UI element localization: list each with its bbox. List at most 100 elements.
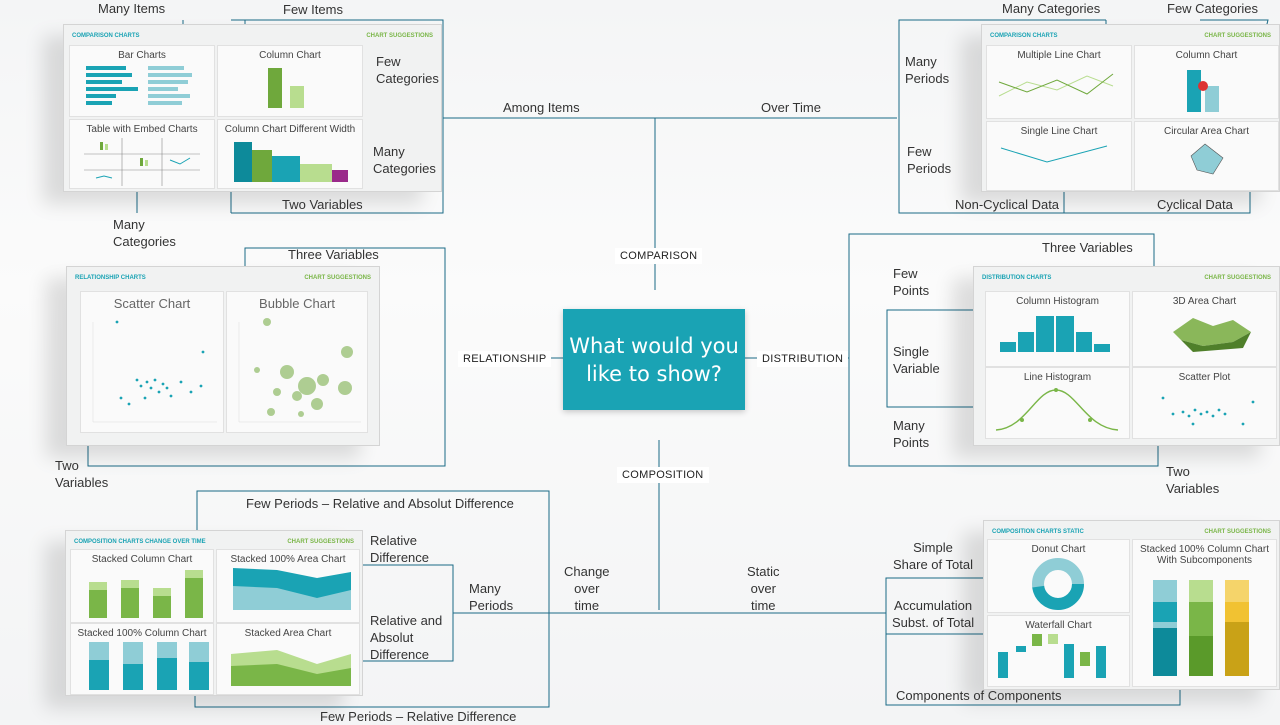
panel-header-right: CHART SUGGESTIONS [287,539,354,545]
label-line: Categories [376,71,439,86]
label-line: Few [907,144,932,159]
single-line-chart-tile: Single Line Chart [986,121,1132,191]
comparison-items-panel: COMPARISON CHARTS CHART SUGGESTIONS Bar C… [63,24,442,192]
label-line: Few [376,54,401,69]
stacked-column-tile: Stacked Column Chart [70,549,214,623]
tile-title: Donut Chart [1031,544,1086,555]
tile-title: Column Histogram [1016,296,1099,307]
label-line: Absolut [370,630,414,645]
bar-charts-tile: Bar Charts [69,45,215,117]
table-embed-charts-tile: Table with Embed Charts [69,119,215,189]
label-line: Categories [373,161,436,176]
label-line: Two [1166,464,1190,479]
category-distribution: DISTRIBUTION [757,351,849,367]
column-chart-time-thumbnail [1187,70,1219,112]
label-many-categories-top: Many Categories [1002,1,1101,16]
donut-chart-tile: Donut Chart [987,539,1130,613]
column-different-width-tile: Column Chart Different Width [217,119,363,189]
panel-header-right: CHART SUGGESTIONS [366,33,433,39]
stacked-100-column-tile: Stacked 100% Column Chart [70,623,214,695]
column-chart-tile: Column Chart [217,45,363,117]
circular-area-chart-tile: Circular Area Chart [1134,121,1279,191]
label-line: Two [55,458,79,473]
label-line: Many [373,144,405,159]
stacked-subcomponents-thumbnail [1153,580,1249,676]
label-line: Single [893,344,930,359]
bar-charts-thumbnail [86,66,192,105]
label-non-cyclical: Non-Cyclical Data [955,197,1060,212]
tile-title: Multiple Line Chart [1017,50,1101,61]
panel-header-left: COMPARISON CHARTS [990,33,1058,39]
tile-title: Stacked 100% Column Chart [77,628,207,639]
label-line: Points [893,283,930,298]
category-relationship: RELATIONSHIP [458,351,552,367]
label-line: Periods [907,161,952,176]
tile-title: 3D Area Chart [1172,296,1237,307]
label-line: Share of Total [893,557,973,572]
center-question: What would you like to show? [563,309,745,410]
column-histogram-tile: Column Histogram [985,291,1130,367]
tile-title: Single Line Chart [1020,126,1098,137]
label-line: Change [564,564,610,579]
panel-header-left: COMPARISON CHARTS [72,33,140,39]
label-components: Components of Components [896,688,1062,703]
waterfall-chart-tile: Waterfall Chart [987,615,1130,687]
tile-title: Stacked Area Chart [244,628,332,639]
label-line: Accumulation [894,598,973,613]
tile-title: Column Chart [259,50,321,61]
label-line: Categories [113,234,176,249]
label-line: Static [747,564,780,579]
label-few-categories-top: Few Categories [1167,1,1259,16]
tile-title: Bubble Chart [259,296,335,311]
label-three-variables-dist: Three Variables [1042,240,1133,255]
label-line: Periods [905,71,950,86]
label-line: Variables [55,475,109,490]
label-few-periods-rel-abs: Few Periods – Relative and Absolut Diffe… [246,496,514,511]
label-line: Points [893,435,930,450]
label-few-periods-rel: Few Periods – Relative Difference [320,709,517,724]
label-line: Many [905,54,937,69]
stacked-100-area-thumbnail [233,568,351,610]
panel-header-left: COMPOSITION CHARTS STATIC [992,529,1084,535]
stacked-column-thumbnail [89,570,203,618]
label-few-items: Few Items [283,2,343,17]
label-line: Periods [469,598,514,613]
label-line: Variables [1166,481,1220,496]
stacked-area-tile: Stacked Area Chart [216,623,360,695]
line-histogram-tile: Line Histogram [985,367,1130,439]
panel-header-right: CHART SUGGESTIONS [304,275,371,281]
tile-title: Scatter Chart [113,296,191,311]
scatter-plot-tile: Scatter Plot [1132,367,1277,439]
column-different-width-thumbnail [234,142,348,182]
tile-title: Scatter Plot [1178,372,1231,383]
panel-header-right: CHART SUGGESTIONS [1204,275,1271,281]
label-line: Simple [913,540,953,555]
column-chart-time-tile: Column Chart [1134,45,1279,119]
stacked-100-area-tile: Stacked 100% Area Chart [216,549,360,623]
label-two-variables: Two Variables [282,197,363,212]
panel-header-left: RELATIONSHIP CHARTS [75,275,146,281]
label-line: Relative and [370,613,443,628]
tile-title: Bar Charts [118,50,166,61]
label-over-time: Over Time [761,100,821,115]
tile-title: Waterfall Chart [1025,620,1092,631]
label-line: Many [469,581,501,596]
tile-title: Stacked 100% Area Chart [230,554,346,565]
multiple-line-thumbnail [998,73,1114,97]
label-line: time [574,598,600,613]
tile-title: Circular Area Chart [1163,126,1250,137]
scatter-chart-tile: Scatter Chart [80,291,224,433]
label-line: Variable [893,361,940,376]
bubble-thumbnail [238,318,361,423]
category-composition: COMPOSITION [617,467,709,483]
